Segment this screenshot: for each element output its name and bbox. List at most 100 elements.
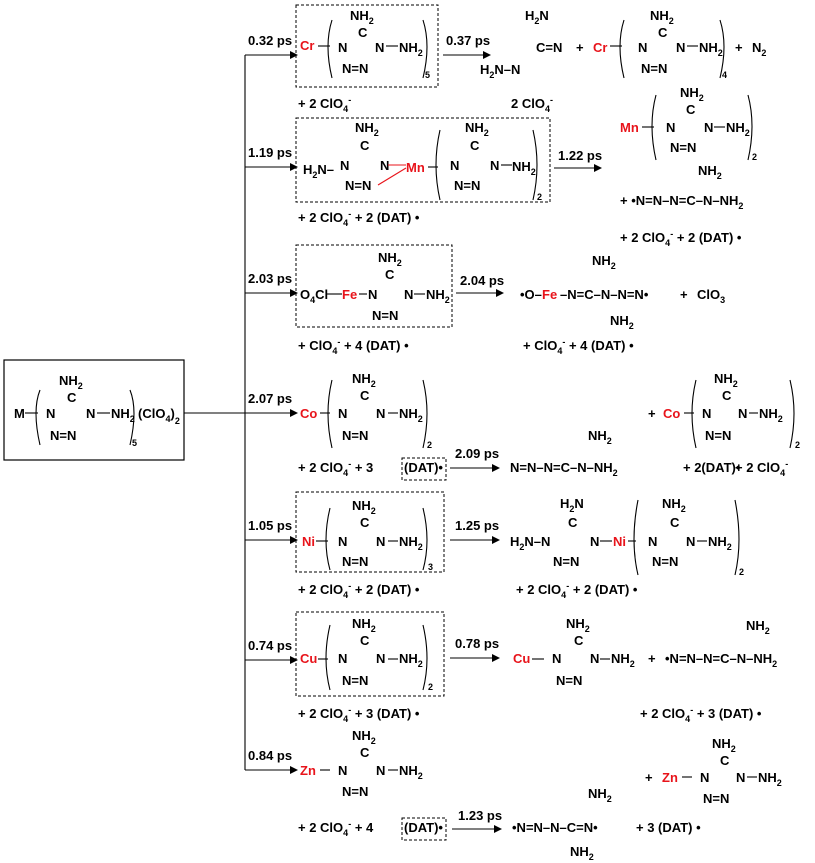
start-nnn: N=N [50, 428, 76, 443]
svg-text:N: N [666, 120, 675, 135]
svg-text:N=N: N=N [345, 178, 371, 193]
start-complex: M NH2 C N N N=N NH2 5 (ClO4)2 [3, 359, 185, 461]
cr-hydrazine: H2N–N [480, 62, 520, 80]
co-dat: (DAT)• [404, 460, 443, 475]
ni-branch: Ni NH2 C N N N=N NH2 3 + 2 ClO4- + 2 (DA… [295, 491, 744, 600]
svg-text:•O–: •O– [520, 287, 542, 302]
svg-text:NH2: NH2 [352, 728, 376, 746]
svg-text:Cu: Cu [513, 651, 530, 666]
cu-product-counter: + 2 ClO4- + 3 (DAT) • [640, 705, 762, 724]
svg-text:–N=C–N–N=N•: –N=C–N–N=N• [560, 287, 649, 302]
svg-text:NH2: NH2 [650, 8, 674, 26]
cr-product-mult: 4 [722, 70, 727, 80]
fe-branch: O4Cl Fe NH2 C N N N=N NH2 + ClO4- + 4 (D… [295, 244, 725, 356]
svg-text:C: C [360, 745, 370, 760]
svg-text:C: C [658, 25, 668, 40]
svg-text:NH2: NH2 [352, 498, 376, 516]
svg-text:C: C [686, 102, 696, 117]
mn-mult: 2 [537, 192, 542, 202]
svg-text:C: C [568, 515, 578, 530]
fe-product-counter: + ClO4- + 4 (DAT) • [523, 337, 634, 356]
svg-text:NH2: NH2 [566, 616, 590, 634]
mn-product-mult: 2 [752, 152, 757, 162]
svg-text:NH2: NH2 [355, 120, 379, 138]
cr-nh2: NH2 [350, 8, 374, 26]
svg-text:+: + [648, 406, 656, 421]
cu-chain: •N=N–N=C–N–NH2 [665, 651, 777, 669]
mn-product-counter: + 2 ClO4- + 2 (DAT) • [620, 229, 742, 248]
svg-text:C: C [720, 753, 730, 768]
svg-text:N=N: N=N [703, 791, 729, 806]
co-branch: Co NH2 C N N N=N NH2 2 + 2 ClO4- + 3 (DA… [298, 371, 800, 481]
svg-text:NH2: NH2 [465, 120, 489, 138]
svg-text:N: N [376, 406, 385, 421]
svg-text:C: C [360, 138, 370, 153]
svg-text:N=N: N=N [342, 673, 368, 688]
cu-next-time: 0.78 ps [455, 636, 499, 651]
start-sub5: 5 [132, 438, 137, 448]
svg-text:NH2: NH2 [399, 534, 423, 552]
svg-text:N=N: N=N [372, 308, 398, 323]
svg-text:N: N [490, 158, 499, 173]
svg-text:NH2: NH2 [726, 120, 750, 138]
svg-text:Cr: Cr [593, 40, 607, 55]
svg-text:NH2: NH2 [714, 371, 738, 389]
svg-text:C: C [574, 633, 584, 648]
svg-text:NH2: NH2 [758, 770, 782, 788]
clo3: ClO3 [697, 287, 725, 305]
fe-counter: + ClO4- + 4 (DAT) • [298, 337, 409, 356]
svg-text:C: C [360, 515, 370, 530]
co-product-dat: + 2(DAT)• [683, 460, 741, 475]
svg-text:N: N [340, 158, 349, 173]
svg-text:N: N [648, 534, 657, 549]
co-next-time: 2.09 ps [455, 446, 499, 461]
cr-product-counter: 2 ClO4- [511, 95, 553, 114]
ni-product-mult: 2 [739, 567, 744, 577]
svg-text:N: N [700, 770, 709, 785]
svg-text:H2N: H2N [525, 8, 549, 26]
zn-dat: (DAT)• [404, 820, 443, 835]
start-metal: M [14, 406, 25, 421]
ni-mult: 3 [428, 562, 433, 572]
svg-text:C: C [470, 138, 480, 153]
svg-text:C: C [360, 388, 370, 403]
cu-mult: 2 [428, 682, 433, 692]
svg-text:NH2: NH2 [759, 406, 783, 424]
svg-text:C: C [360, 633, 370, 648]
cr-counter: + 2 ClO4- [298, 95, 351, 114]
svg-text:H2N–: H2N– [303, 162, 334, 180]
svg-text:Ni: Ni [613, 534, 626, 549]
svg-text:C: C [670, 515, 680, 530]
svg-text:N=N: N=N [641, 61, 667, 76]
svg-text:Zn: Zn [662, 770, 678, 785]
co-product-mult: 2 [795, 440, 800, 450]
svg-text:N: N [686, 534, 695, 549]
svg-text:N=N: N=N [342, 784, 368, 799]
svg-text:+: + [680, 287, 688, 302]
svg-text:N=N: N=N [342, 61, 368, 76]
ni-box [295, 491, 445, 573]
start-nh2: NH2 [59, 373, 83, 391]
co-mult: 2 [427, 440, 432, 450]
svg-text:N: N [376, 763, 385, 778]
branch-arrows [245, 51, 298, 774]
cr-metal: Cr [300, 38, 314, 53]
svg-text:N: N [676, 40, 685, 55]
svg-text:NH2: NH2 [352, 616, 376, 634]
svg-text:C: C [358, 25, 368, 40]
start-n2: N [86, 406, 95, 421]
svg-text:C: C [385, 267, 395, 282]
svg-text:NH2: NH2 [352, 371, 376, 389]
svg-text:N: N [702, 406, 711, 421]
zn-next-time: 1.23 ps [458, 808, 502, 823]
n2-product: N2 [752, 40, 766, 58]
svg-text:N: N [704, 120, 713, 135]
zn-product-dat: + 3 (DAT) • [636, 820, 701, 835]
svg-text:NH2: NH2 [588, 428, 612, 446]
mn-branch: NH2 C N N N=N H2N– Mn NH2 C N N N=N NH2 … [295, 85, 757, 248]
svg-text:N=N: N=N [670, 140, 696, 155]
svg-text:N: N [338, 406, 347, 421]
svg-text:Fe: Fe [542, 287, 557, 302]
svg-text:NH2: NH2 [592, 253, 616, 271]
